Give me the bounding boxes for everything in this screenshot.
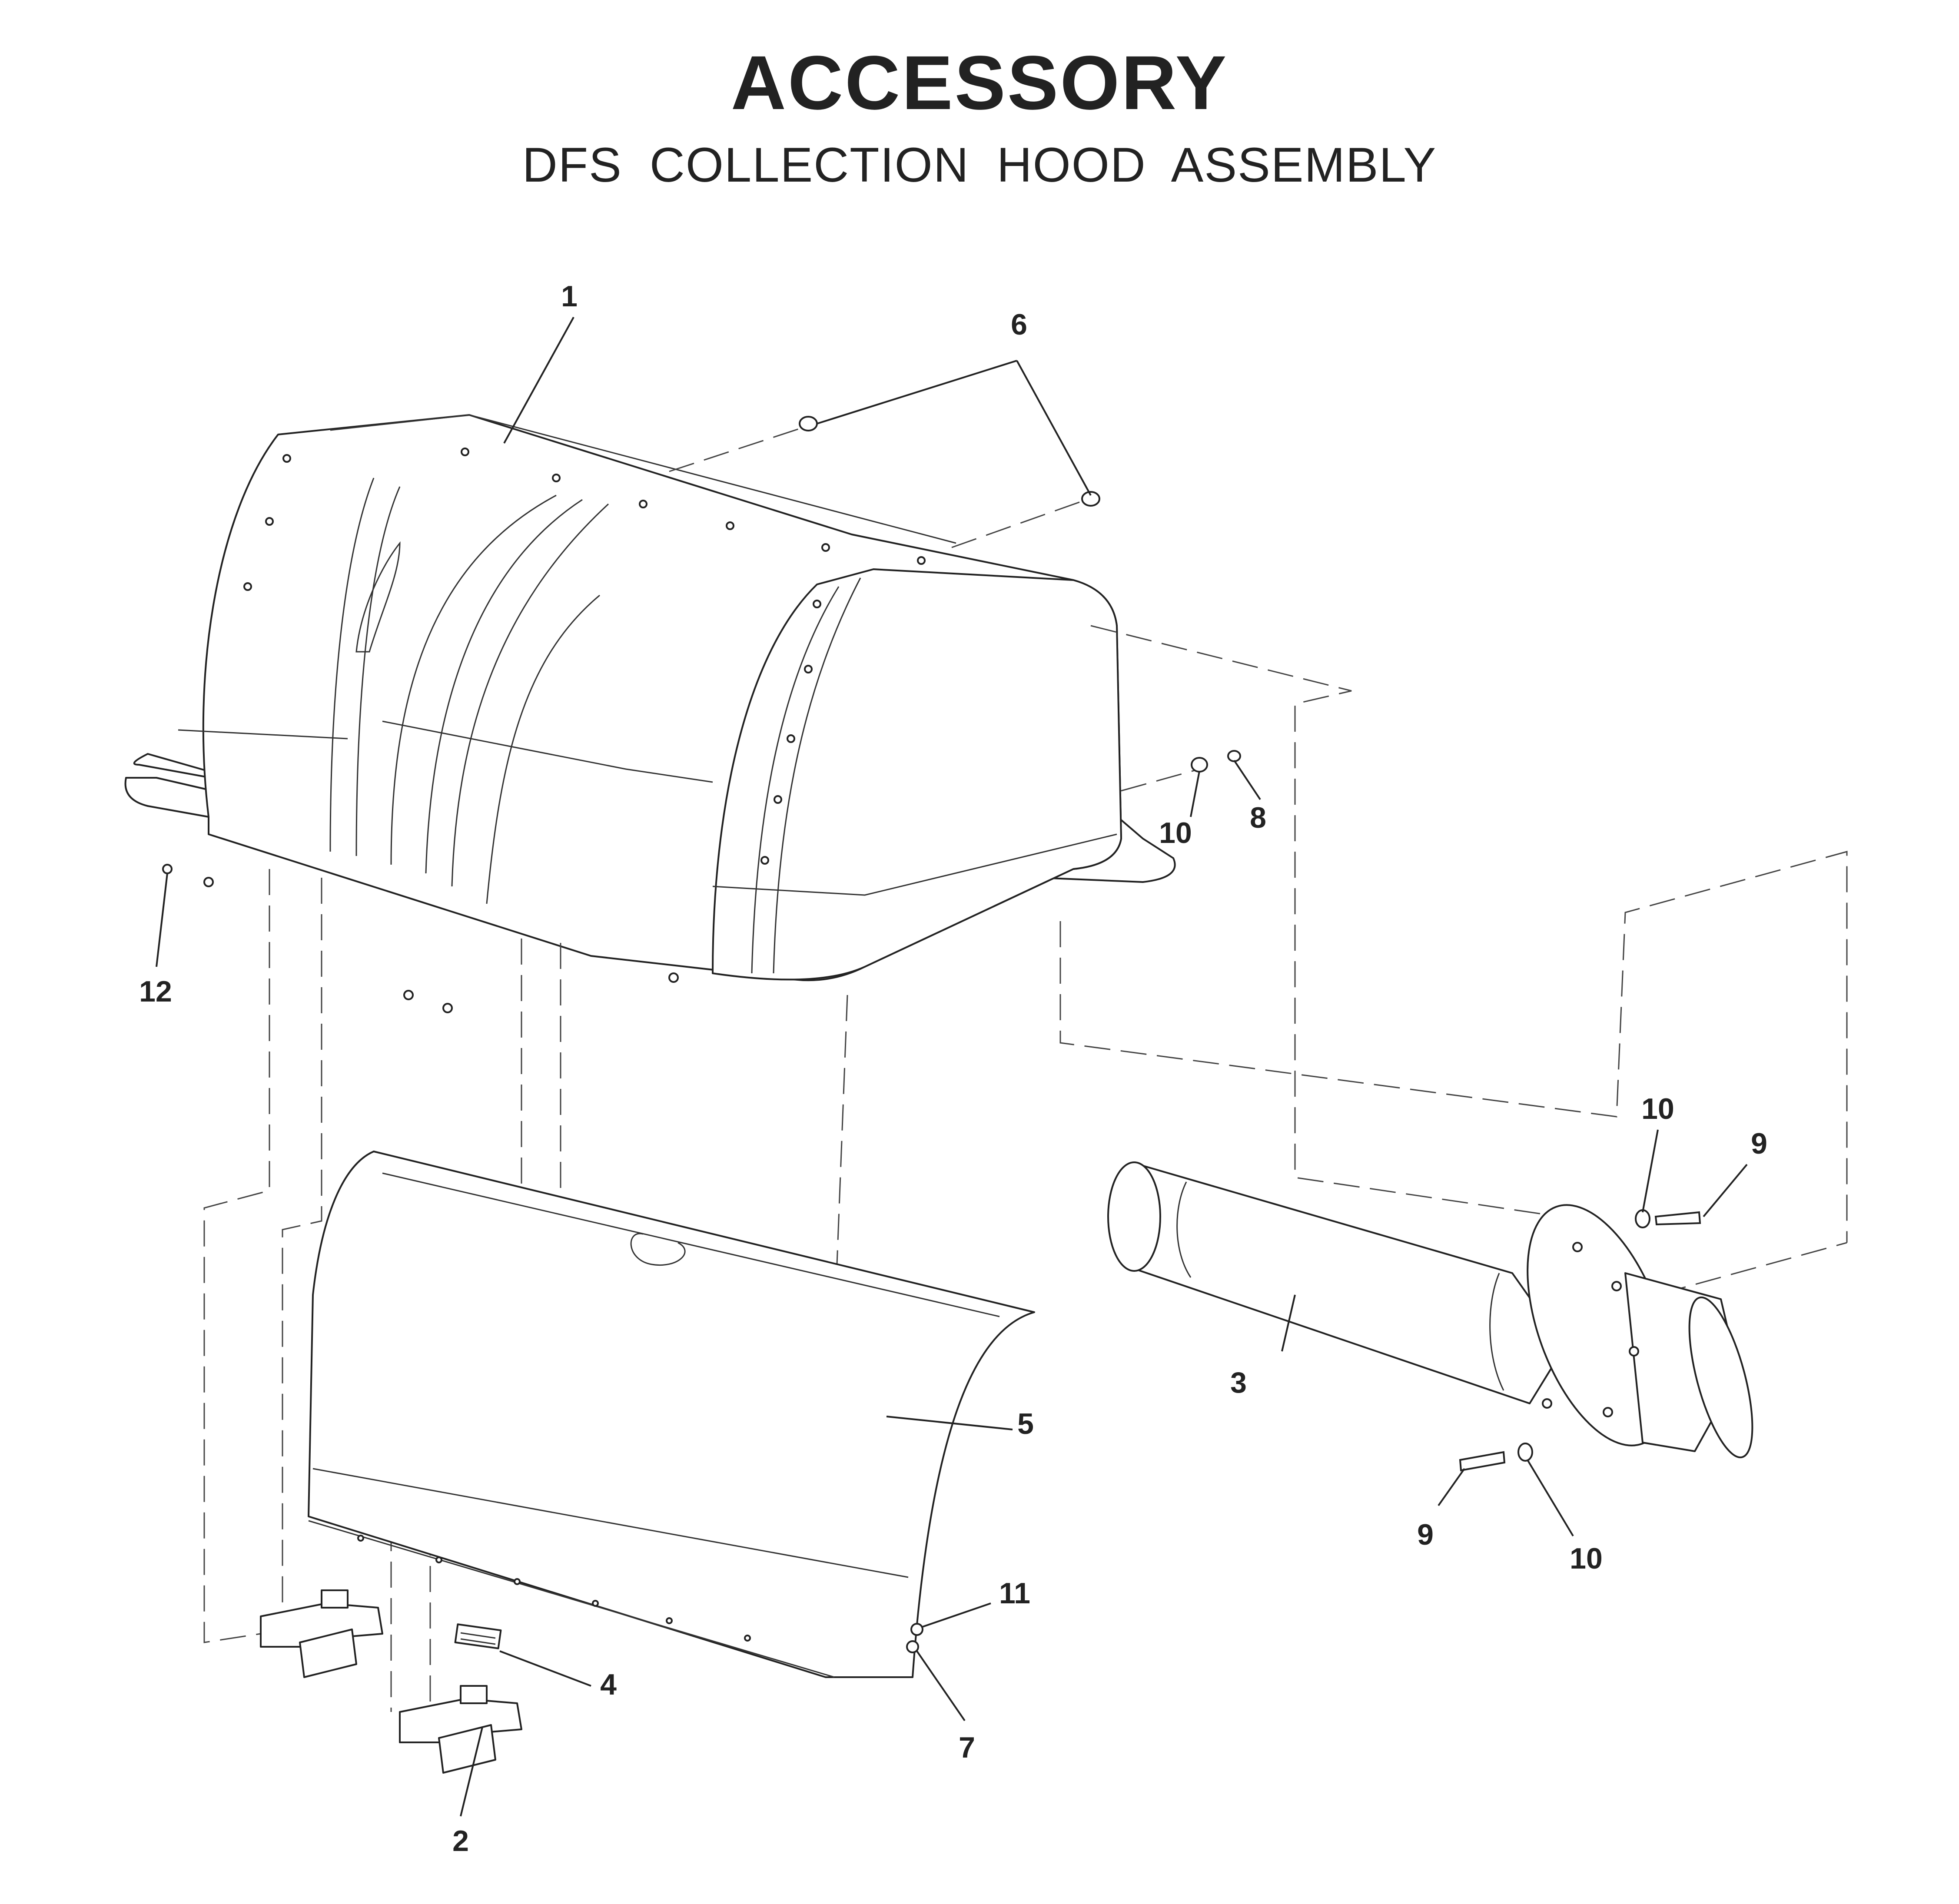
callout-leaders <box>156 317 1748 1817</box>
callout-10-right: 10 <box>1641 1092 1674 1125</box>
hood-vent-slot <box>355 541 401 653</box>
hood-rib-4 <box>425 499 583 874</box>
washer-10a <box>1191 757 1208 773</box>
deflector-handle <box>630 1233 686 1266</box>
hood-top-ridge <box>330 414 956 544</box>
hood-flange-left <box>124 777 214 818</box>
callout-1: 1 <box>561 280 578 313</box>
screw-12a <box>162 864 173 874</box>
discharge-tube-part <box>1107 1161 1753 1459</box>
bracket-part-lower <box>399 1685 522 1774</box>
tube-seam-1 <box>1176 1181 1192 1278</box>
callout-6: 6 <box>1011 308 1027 341</box>
hood-rib-5 <box>451 503 609 887</box>
screw-12c <box>403 990 414 1000</box>
deflector-top-edge <box>382 1172 1000 1317</box>
hood-fastener-holes <box>243 448 926 865</box>
callout-5: 5 <box>1017 1407 1034 1440</box>
page-title: ACCESSORY <box>730 40 1229 126</box>
callout-2: 2 <box>452 1824 469 1858</box>
tube-open-end <box>1107 1161 1161 1272</box>
bracket-part-upper <box>260 1589 383 1678</box>
collection-hood-part <box>124 414 1176 982</box>
deflector-panel <box>308 1151 1035 1678</box>
washer-10c <box>1517 1443 1533 1462</box>
decal-part <box>454 1623 502 1649</box>
tube-outlet-ring <box>1688 1296 1753 1459</box>
flange-studs <box>1542 1242 1639 1417</box>
hardware-items <box>162 416 1701 1653</box>
deflector-panel-part <box>308 1151 1035 1678</box>
deflector-lower-line <box>312 1468 909 1578</box>
nut-6a <box>799 416 818 431</box>
hood-lower-band <box>712 833 1117 896</box>
callout-3: 3 <box>1230 1366 1247 1399</box>
deflector-bolt-holes <box>357 1535 751 1642</box>
hood-band-line-left <box>178 729 348 740</box>
hood-rib-3 <box>390 494 557 865</box>
deflector-bottom-strip <box>308 1520 835 1678</box>
hood-rib-8 <box>773 577 861 974</box>
callout-8: 8 <box>1250 801 1266 834</box>
callout-7: 7 <box>959 1731 975 1764</box>
callout-11: 11 <box>999 1577 1030 1610</box>
screw-12b <box>203 877 214 887</box>
screw-12d <box>442 1003 453 1013</box>
nut-8 <box>1227 750 1241 762</box>
bolt-9a <box>1654 1211 1701 1226</box>
bolt-9b <box>1459 1451 1506 1472</box>
nut-6b <box>1081 491 1100 507</box>
page-subtitle: DFS COLLECTION HOOD ASSEMBLY <box>522 138 1437 192</box>
screw-12e <box>668 972 679 983</box>
callout-10-top: 10 <box>1159 816 1192 849</box>
hood-front-face <box>712 568 1122 981</box>
hood-rib-2 <box>355 486 401 856</box>
hood-rib-7 <box>751 586 840 974</box>
callout-9-upper: 9 <box>1751 1127 1767 1160</box>
callout-9-lower: 9 <box>1417 1518 1434 1551</box>
hood-band-line <box>382 720 713 783</box>
hood-rib-1 <box>329 478 375 852</box>
callout-12: 12 <box>139 975 172 1008</box>
tube-seam-2 <box>1489 1273 1504 1391</box>
callout-labels: 1 6 10 8 12 10 9 3 5 9 10 11 4 7 2 <box>139 280 1767 1858</box>
washer-10b <box>1635 1209 1650 1228</box>
nut-11 <box>910 1623 923 1636</box>
hood-rib-6 <box>486 594 600 904</box>
callout-10-bottom: 10 <box>1570 1542 1603 1575</box>
callout-4: 4 <box>600 1668 617 1701</box>
washer-7 <box>906 1640 919 1653</box>
